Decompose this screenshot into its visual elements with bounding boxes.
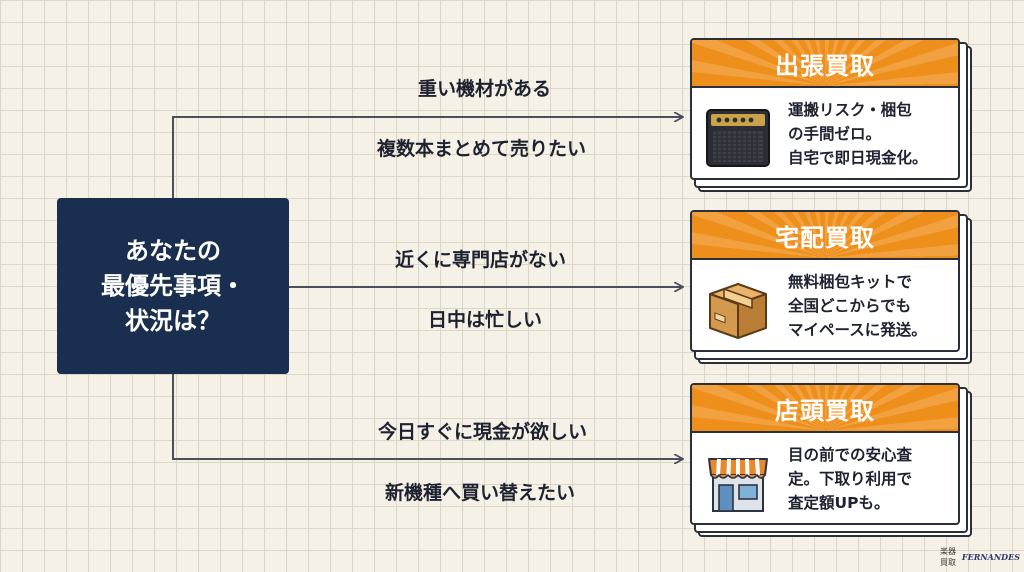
card-delivery: 宅配買取 無料梱包キットで 全国どこからでも マイペースに発送。 [690,210,972,364]
condition-upgrade-model: 新機種へ買い替えたい [385,482,576,504]
logo-prefix: 楽器買取 [940,547,956,567]
question-text: あなたの 最優先事項・ 状況は？ [101,236,245,335]
condition-heavy-equipment: 重い機材がある [418,78,552,100]
connector-bottom [172,374,682,459]
connector-top [172,117,682,198]
card-title: 出張買取 [692,40,958,88]
amplifier-icon [706,109,770,167]
card-home-visit: 出張買取 運搬リスク・梱包 の手間ゼロ。 自宅で即日現金化。 [690,38,972,192]
brand-logo: 楽器買取 FERNANDES [940,547,1020,567]
condition-want-cash-today: 今日すぐに現金が欲しい [378,421,588,443]
card-description: 目の前での安心査 定。下取り利用で 査定額UPも。 [788,446,913,512]
card-description: 無料梱包キットで 全国どこからでも マイペースに発送。 [788,273,927,339]
condition-no-store-nearby: 近くに専門店がない [395,249,567,271]
cardboard-box-icon [709,283,767,339]
question-box: あなたの 最優先事項・ 状況は？ [57,198,289,374]
condition-busy-daytime: 日中は忙しい [428,309,543,331]
card-description: 運搬リスク・梱包 の手間ゼロ。 自宅で即日現金化。 [788,101,928,167]
storefront-icon [708,458,768,512]
logo-brand: FERNANDES [961,552,1020,562]
card-in-store: 店頭買取 目の前での安心査 定。下取り利用で 査定額UPも。 [690,383,972,537]
condition-bulk-sale: 複数本まとめて売りたい [377,138,587,160]
card-title: 宅配買取 [692,212,958,260]
card-title: 店頭買取 [692,385,958,433]
